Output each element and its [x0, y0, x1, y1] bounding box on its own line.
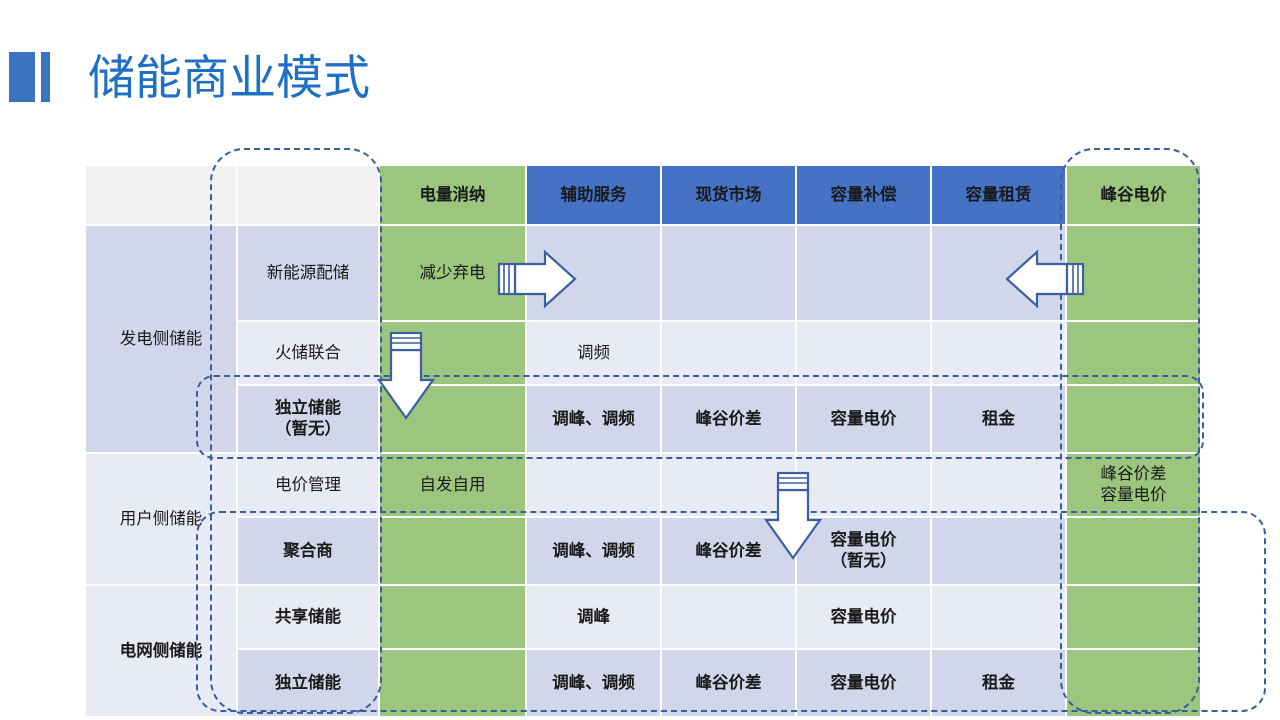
cell-r0-energy-absorption: 减少弃电: [380, 226, 525, 320]
cell-r5-peak-valley: [1067, 586, 1200, 648]
cell-r5-ancillary: 调峰: [527, 586, 660, 648]
table-row: 电网侧储能 共享储能 调峰 容量电价: [86, 586, 1200, 716]
matrix-header-row: 电量消纳 辅助服务 现货市场 容量补偿 容量租赁 峰谷电价: [86, 166, 1200, 224]
page-title: 储能商业模式: [88, 50, 370, 104]
cell-r0-ancillary: [527, 226, 660, 320]
cell-r3-capacity-comp: [797, 454, 930, 516]
subrow-aggregator: 聚合商: [238, 518, 378, 584]
cell-r2-capacity-lease: 租金: [932, 386, 1065, 452]
cell-r1-energy-absorption: [380, 322, 525, 384]
cell-r4-ancillary: 调峰、调频: [527, 518, 660, 584]
subrow-independent-storage-pending: 独立储能（暂无）: [238, 386, 378, 452]
header-blank-sub: [238, 166, 378, 224]
group-generation-side: 发电侧储能: [86, 226, 236, 452]
header-col-energy-absorption[interactable]: 电量消纳: [380, 166, 525, 224]
cell-r1-capacity-comp: [797, 322, 930, 384]
header-col-capacity-lease[interactable]: 容量租赁: [932, 166, 1065, 224]
cell-r0-spot: [662, 226, 795, 320]
cell-r3-energy-absorption: 自发自用: [380, 454, 525, 516]
cell-r5-energy-absorption: [380, 586, 525, 648]
header-blank-group: [86, 166, 236, 224]
cell-r1-peak-valley: [1067, 322, 1200, 384]
cell-r4-energy-absorption: [380, 518, 525, 584]
cell-r5-capacity-lease: [932, 586, 1065, 648]
cell-r2-ancillary: 调峰、调频: [527, 386, 660, 452]
cell-r6-capacity-lease: 租金: [932, 650, 1065, 716]
cell-r1-ancillary: 调频: [527, 322, 660, 384]
cell-r6-energy-absorption: [380, 650, 525, 716]
matrix-table: 电量消纳 辅助服务 现货市场 容量补偿 容量租赁 峰谷电价 发电侧储能 新能源配…: [84, 164, 1202, 718]
cell-r4-peak-valley: [1067, 518, 1200, 584]
cell-r2-capacity-comp: 容量电价: [797, 386, 930, 452]
cell-r2-peak-valley: [1067, 386, 1200, 452]
subrow-new-energy-storage: 新能源配储: [238, 226, 378, 320]
cell-r6-spot: 峰谷价差: [662, 650, 795, 716]
cell-r5-capacity-comp: 容量电价: [797, 586, 930, 648]
cell-r3-ancillary: [527, 454, 660, 516]
cell-r0-peak-valley: [1067, 226, 1200, 320]
title-accent-block-wide: [9, 52, 35, 102]
header-col-peak-valley-price[interactable]: 峰谷电价: [1067, 166, 1200, 224]
group-user-side: 用户侧储能: [86, 454, 236, 584]
cell-r2-spot: 峰谷价差: [662, 386, 795, 452]
cell-r4-capacity-comp: 容量电价（暂无）: [797, 518, 930, 584]
cell-r3-spot: [662, 454, 795, 516]
slide-title-bar: 储能商业模式: [0, 52, 370, 102]
header-col-spot-market[interactable]: 现货市场: [662, 166, 795, 224]
cell-r3-capacity-lease: [932, 454, 1065, 516]
subrow-price-management: 电价管理: [238, 454, 378, 516]
cell-r4-capacity-lease: [932, 518, 1065, 584]
cell-r0-capacity-lease: [932, 226, 1065, 320]
table-row: 聚合商 调峰、调频 峰谷价差 容量电价（暂无）: [86, 518, 1200, 584]
table-row: 火储联合 调频: [86, 322, 1200, 384]
cell-r6-capacity-comp: 容量电价: [797, 650, 930, 716]
cell-r0-capacity-comp: [797, 226, 930, 320]
cell-r6-peak-valley: [1067, 650, 1200, 716]
table-row: 发电侧储能 新能源配储 减少弃电: [86, 226, 1200, 452]
business-model-matrix: 电量消纳 辅助服务 现货市场 容量补偿 容量租赁 峰谷电价 发电侧储能 新能源配…: [84, 164, 1200, 716]
subrow-thermal-storage-combo: 火储联合: [238, 322, 378, 384]
title-accent-block-thin: [41, 52, 50, 102]
subrow-independent-storage-grid: 独立储能: [238, 650, 378, 716]
header-col-capacity-compensation[interactable]: 容量补偿: [797, 166, 930, 224]
group-grid-side: 电网侧储能: [86, 586, 236, 716]
table-row: 独立储能 调峰、调频 峰谷价差 容量电价 租金: [86, 650, 1200, 716]
cell-r1-spot: [662, 322, 795, 384]
subrow-shared-storage: 共享储能: [238, 586, 378, 648]
cell-r1-capacity-lease: [932, 322, 1065, 384]
table-row: 用户侧储能 电价管理 自发自用 峰谷价差容量电价: [86, 454, 1200, 584]
cell-r3-peak-valley: 峰谷价差容量电价: [1067, 454, 1200, 516]
cell-r6-ancillary: 调峰、调频: [527, 650, 660, 716]
cell-r2-energy-absorption: [380, 386, 525, 452]
header-col-ancillary-service[interactable]: 辅助服务: [527, 166, 660, 224]
table-row: 独立储能（暂无） 调峰、调频 峰谷价差 容量电价 租金: [86, 386, 1200, 452]
cell-r4-spot: 峰谷价差: [662, 518, 795, 584]
cell-r5-spot: [662, 586, 795, 648]
